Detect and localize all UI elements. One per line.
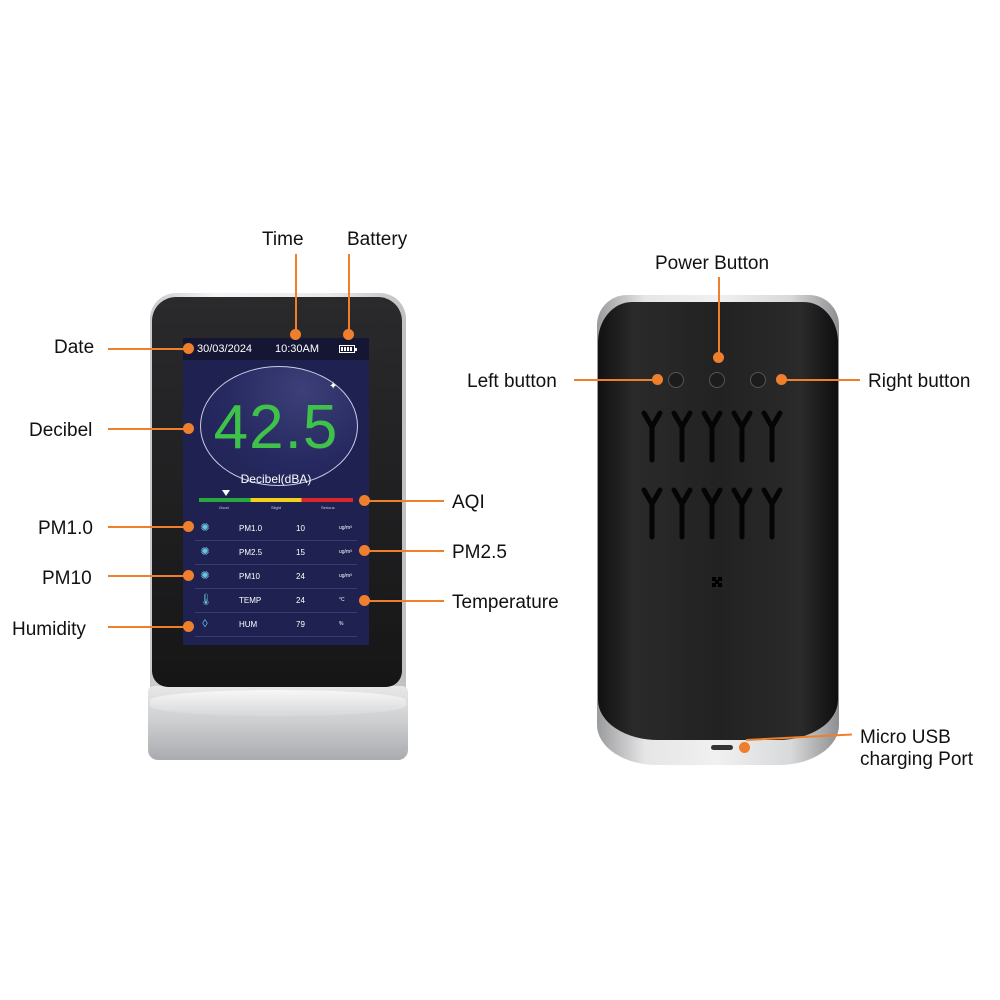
- callout-line: [366, 500, 444, 502]
- callout-decibel: Decibel: [29, 420, 93, 441]
- speaker-grille: [641, 410, 783, 540]
- reading-name: PM10: [239, 572, 260, 581]
- reading-unit: ug/m³: [339, 573, 352, 579]
- screen-time: 10:30AM: [275, 343, 320, 355]
- sparkle-icon: ✦: [329, 381, 338, 392]
- callout-temperature: Temperature: [452, 592, 559, 613]
- callout-aqi: AQI: [452, 492, 485, 513]
- reading-name: PM1.0: [239, 524, 263, 533]
- callout-pm1: PM1.0: [38, 518, 93, 539]
- decibel-value: 42.5: [213, 393, 339, 462]
- particle-icon: ✺: [200, 522, 210, 534]
- callout-line: [348, 254, 350, 334]
- callout-power-button: Power Button: [655, 253, 770, 274]
- callout-line: [108, 626, 188, 628]
- decibel-dial: [200, 366, 358, 486]
- callout-humidity: Humidity: [12, 619, 86, 640]
- callout-line: [718, 277, 720, 357]
- reading-row-pm25: ✺ PM2.5 15 ug/m³: [195, 540, 357, 565]
- aqi-bar: [199, 498, 353, 502]
- callout-line: [366, 550, 444, 552]
- vent-icon: [712, 577, 722, 587]
- callout-dot: [183, 621, 194, 632]
- left-button[interactable]: [668, 372, 684, 388]
- callout-dot: [359, 545, 370, 556]
- aqi-label-good: Good: [219, 505, 229, 510]
- callout-left-button: Left button: [467, 371, 557, 392]
- callout-line: [366, 600, 444, 602]
- callout-dot: [290, 329, 301, 340]
- callout-dot: [183, 570, 194, 581]
- battery-icon: [339, 345, 357, 353]
- callout-battery: Battery: [347, 229, 408, 250]
- callout-right-button: Right button: [868, 371, 971, 392]
- decibel-unit: Decibel(dBA): [240, 472, 312, 486]
- right-button[interactable]: [750, 372, 766, 388]
- reading-name: TEMP: [239, 596, 262, 605]
- callout-dot: [652, 374, 663, 385]
- reading-value: 10: [296, 524, 305, 533]
- callout-date: Date: [54, 337, 95, 358]
- reading-row-hum: ◊ HUM 79 %: [195, 612, 357, 637]
- callout-line: [574, 379, 654, 381]
- reading-name: PM2.5: [239, 548, 263, 557]
- reading-row-pm10: ✺ PM10 24 ug/m³: [195, 564, 357, 589]
- callout-line: [782, 379, 860, 381]
- power-button[interactable]: [709, 372, 725, 388]
- aqi-label-slight: Slight: [271, 505, 282, 510]
- front-device-base-top: [150, 690, 406, 716]
- callout-dot: [713, 352, 724, 363]
- callout-line: [108, 575, 188, 577]
- reading-unit: %: [339, 621, 344, 627]
- reading-unit: ug/m³: [339, 525, 352, 531]
- particle-icon: ✺: [200, 570, 210, 582]
- callout-dot: [359, 495, 370, 506]
- callout-time: Time: [262, 229, 304, 250]
- callout-pm10: PM10: [42, 568, 92, 589]
- micro-usb-port[interactable]: [711, 745, 733, 750]
- callout-micro-usb-line1: Micro USB: [860, 727, 951, 748]
- status-bar: 30/03/2024 10:30AM: [183, 338, 369, 360]
- reading-unit: °C: [339, 597, 345, 603]
- callout-dot: [183, 343, 194, 354]
- reading-row-pm1: ✺ PM1.0 10 ug/m³: [195, 516, 357, 541]
- reading-name: HUM: [239, 620, 258, 629]
- callout-dot: [359, 595, 370, 606]
- callout-line: [108, 428, 188, 430]
- callout-dot: [183, 521, 194, 532]
- callout-micro-usb: Micro USB charging Port: [860, 727, 973, 771]
- particle-icon: ✺: [200, 546, 210, 558]
- callout-line: [108, 348, 188, 350]
- callout-pm25: PM2.5: [452, 542, 507, 563]
- reading-row-temp: 🌡︎ TEMP 24 °C: [195, 588, 357, 613]
- reading-value: 15: [296, 548, 305, 557]
- reading-value: 24: [296, 572, 305, 581]
- callout-dot: [776, 374, 787, 385]
- callout-dot: [343, 329, 354, 340]
- callout-line: [295, 254, 297, 334]
- reading-value: 79: [296, 620, 305, 629]
- callout-line: [108, 526, 188, 528]
- reading-unit: ug/m³: [339, 549, 352, 555]
- callout-micro-usb-line2: charging Port: [860, 749, 974, 770]
- aqi-label-serious: Serious: [321, 505, 335, 510]
- aqi-pointer-icon: [222, 490, 230, 496]
- callout-dot: [183, 423, 194, 434]
- screen-date: 30/03/2024: [197, 343, 253, 355]
- reading-value: 24: [296, 596, 305, 605]
- thermometer-icon: 🌡︎: [199, 594, 213, 606]
- droplet-icon: ◊: [202, 618, 208, 630]
- display-screen: 30/03/2024 10:30AM ✦ 42.5 Decibel(dBA) G…: [183, 338, 369, 645]
- callout-dot: [739, 742, 750, 753]
